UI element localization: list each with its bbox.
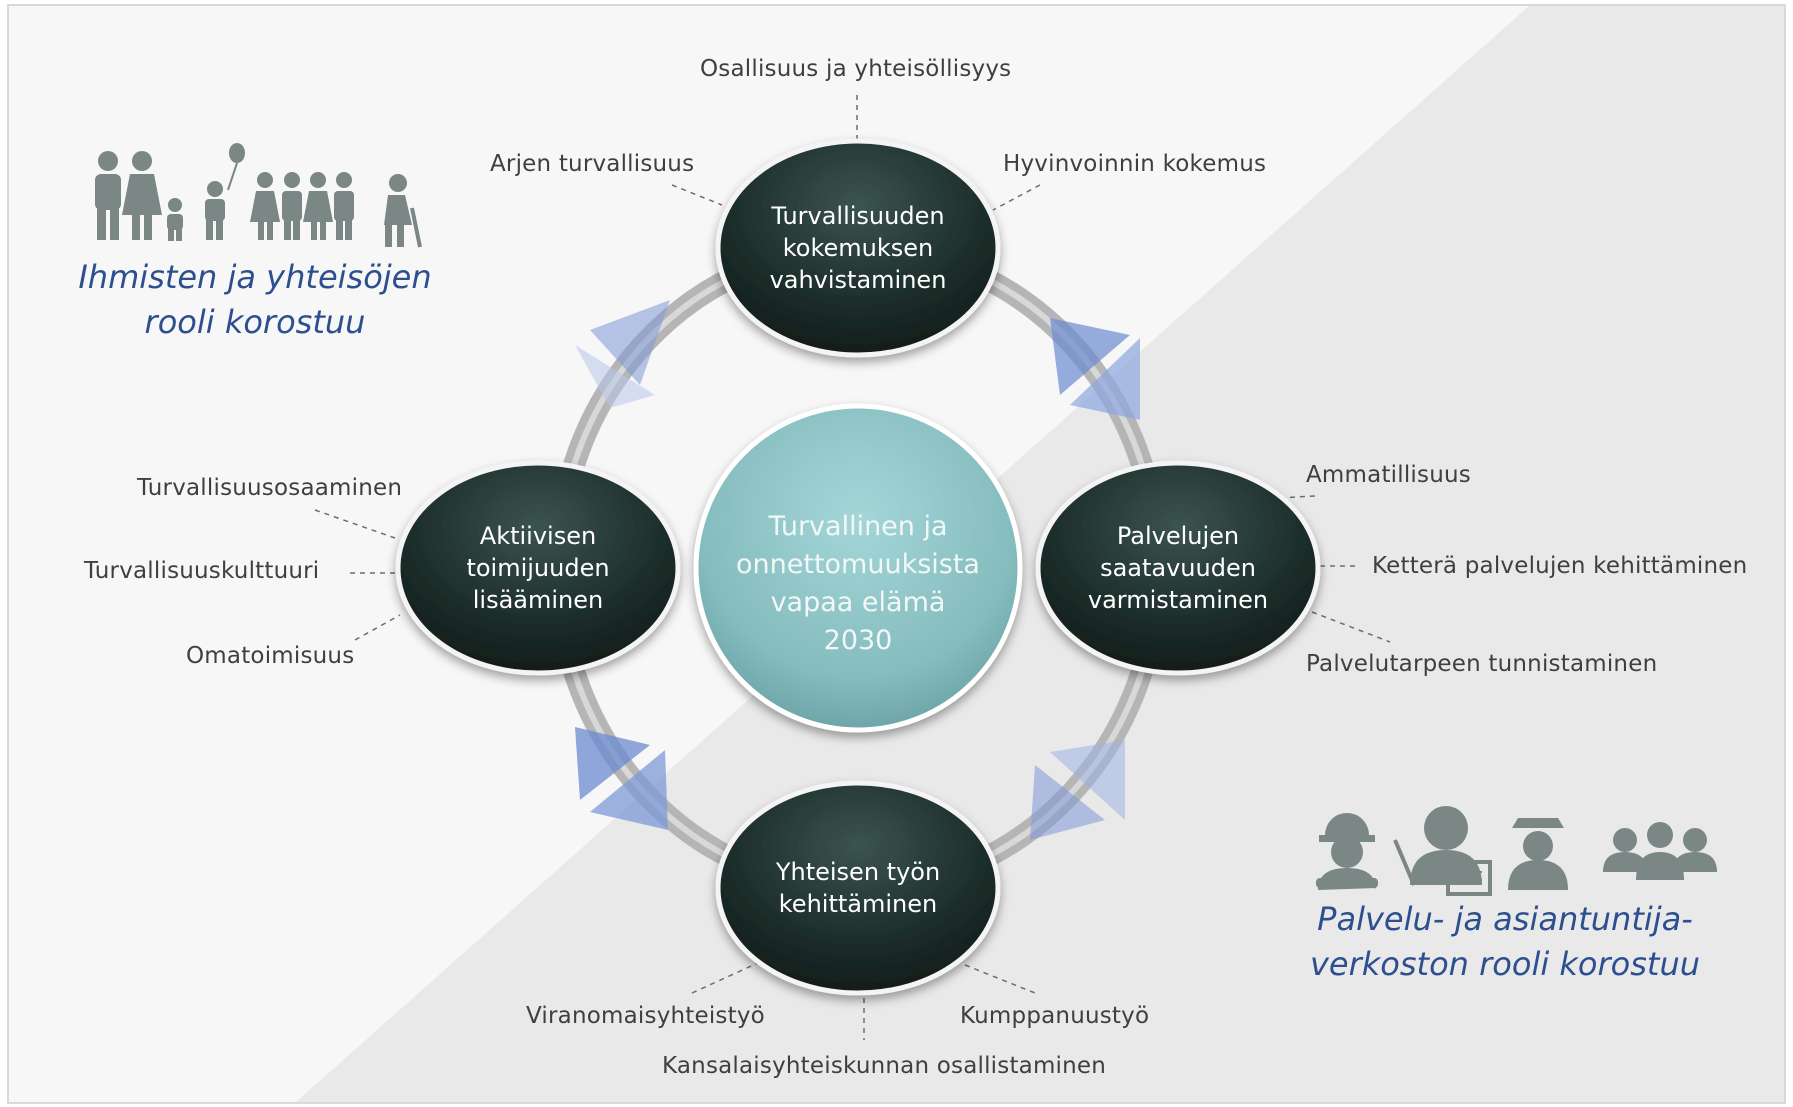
- center-title-line: 2030: [823, 625, 893, 656]
- people-role-line: Ihmisten ja yhteisöjen: [78, 258, 432, 296]
- leader-lines: [314, 95, 1391, 1040]
- network-role-caption: Palvelu- ja asiantuntija- verkoston rool…: [1300, 897, 1710, 987]
- node-bottom-text: Yhteisen työn kehittäminen: [738, 856, 978, 920]
- arrow-top-left: [575, 300, 670, 408]
- node-left-text: Aktiivisen toimijuuden lisääminen: [418, 520, 658, 616]
- label-bottom-right: Kumppanuustyö: [960, 1003, 1150, 1029]
- node-right-line: Palvelujen: [1116, 522, 1240, 550]
- label-left-1: Turvallisuusosaaminen: [137, 475, 403, 501]
- node-top-ellipse: [715, 138, 1001, 358]
- label-left-3: Omatoimisuus: [186, 643, 355, 669]
- node-top-line: Turvallisuuden: [771, 202, 945, 230]
- arrow-top-right: [1050, 318, 1140, 420]
- center-title-line: onnettomuuksista: [736, 549, 980, 580]
- center-circle: [693, 403, 1023, 733]
- label-left-2: Turvallisuuskulttuuri: [84, 558, 320, 584]
- node-right-ellipse: [1035, 460, 1321, 676]
- node-right-line: saatavuuden: [1100, 554, 1256, 582]
- node-bottom-line: Yhteisen työn: [775, 858, 941, 886]
- label-right-2: Ketterä palvelujen kehittäminen: [1372, 553, 1748, 579]
- label-top-left: Arjen turvallisuus: [490, 151, 695, 177]
- center-title: Turvallinen ja onnettomuuksista vapaa el…: [718, 508, 998, 660]
- professionals-group-icon: [1316, 806, 1717, 896]
- node-left-ellipse: [395, 460, 681, 676]
- node-left-line: lisääminen: [472, 586, 604, 614]
- label-right-3: Palvelutarpeen tunnistaminen: [1306, 651, 1658, 677]
- label-top-center: Osallisuus ja yhteisöllisyys: [700, 56, 1012, 82]
- node-top-line: kokemuksen: [782, 234, 934, 262]
- people-role-caption: Ihmisten ja yhteisöjen rooli korostuu: [60, 255, 450, 345]
- label-right-1: Ammatillisuus: [1306, 462, 1471, 488]
- family-group-icon: [95, 143, 422, 248]
- center-title-line: vapaa elämä: [770, 587, 946, 618]
- people-role-line: rooli korostuu: [144, 303, 366, 341]
- network-role-line: verkoston rooli korostuu: [1309, 945, 1701, 983]
- node-left-line: Aktiivisen: [479, 522, 597, 550]
- label-top-right: Hyvinvoinnin kokemus: [1003, 151, 1267, 177]
- label-bottom-left: Viranomaisyhteistyö: [526, 1003, 765, 1029]
- outer-frame: [7, 4, 1786, 1104]
- arrow-bottom-right: [1030, 740, 1125, 840]
- arrow-bottom-left: [575, 727, 668, 830]
- center-title-line: Turvallinen ja: [768, 511, 948, 542]
- node-bottom-ellipse: [715, 780, 1001, 996]
- node-right-text: Palvelujen saatavuuden varmistaminen: [1058, 520, 1298, 616]
- node-top-text: Turvallisuuden kokemuksen vahvistaminen: [738, 200, 978, 296]
- node-right-line: varmistaminen: [1087, 586, 1269, 614]
- node-left-line: toimijuuden: [466, 554, 610, 582]
- network-role-line: Palvelu- ja asiantuntija-: [1317, 900, 1693, 938]
- label-bottom-center: Kansalaisyhteiskunnan osallistaminen: [662, 1053, 1107, 1079]
- node-bottom-line: kehittäminen: [778, 890, 938, 918]
- node-top-line: vahvistaminen: [769, 266, 947, 294]
